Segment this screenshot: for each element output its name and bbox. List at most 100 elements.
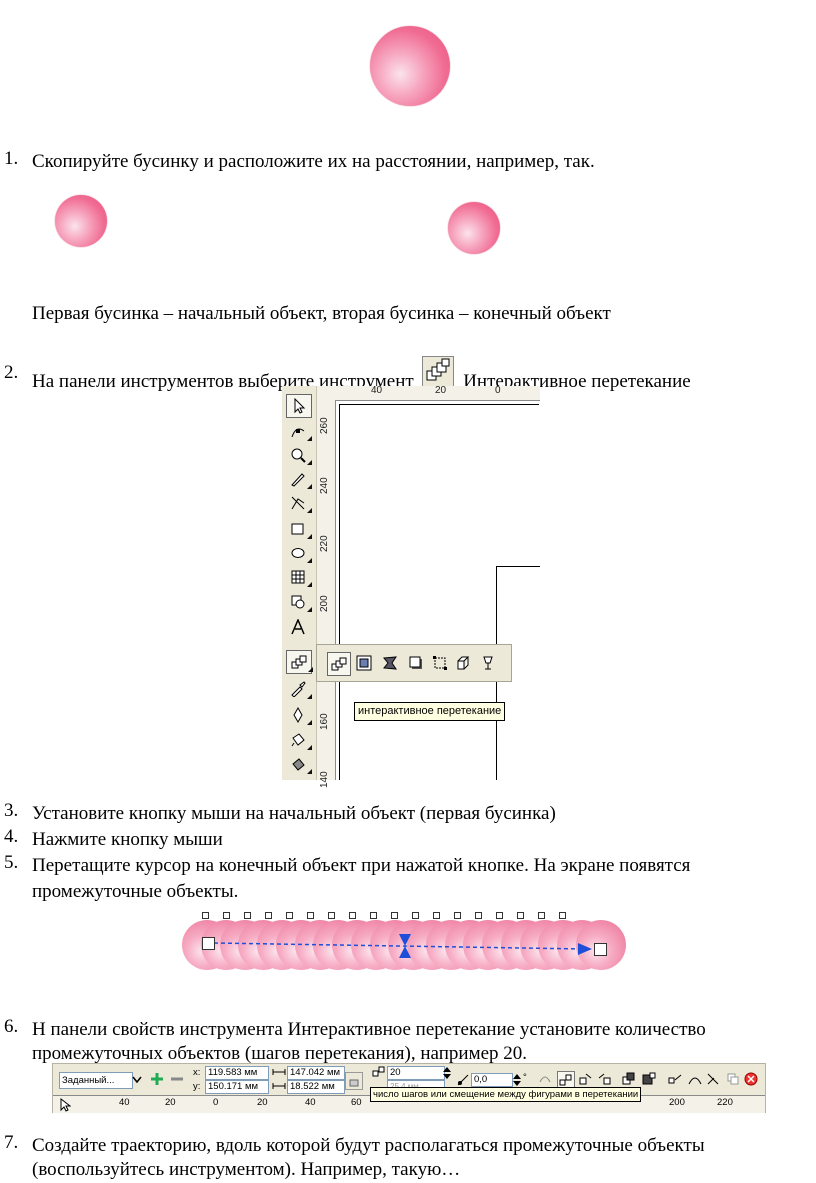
distort-flyout-icon[interactable] <box>379 652 401 674</box>
x-position-input[interactable]: 119.583 мм <box>205 1066 269 1080</box>
outline-tool-icon[interactable] <box>286 704 312 726</box>
copy-blend-icon[interactable] <box>725 1071 741 1087</box>
lock-ratio-icon[interactable] <box>345 1072 363 1090</box>
graph-paper-tool-icon[interactable] <box>286 566 312 588</box>
horizontal-ruler: 40 20 0 <box>317 385 540 401</box>
blend-steps-input[interactable]: 20 <box>387 1066 445 1080</box>
blend-result-figure <box>180 912 630 978</box>
blend-direction-input[interactable]: 0,0 <box>471 1073 513 1087</box>
blend-node-handle <box>328 912 335 919</box>
add-preset-icon[interactable] <box>149 1071 165 1087</box>
bead-start <box>55 195 107 247</box>
page-border-inner <box>496 566 540 567</box>
ellipse-tool-icon[interactable] <box>286 542 312 564</box>
ruler-label: 40 <box>119 1097 130 1108</box>
loop-blend-icon[interactable] <box>537 1071 553 1087</box>
rectangle-tool-icon[interactable] <box>286 518 312 540</box>
blend-node-handle <box>265 912 272 919</box>
step-5-text-line1: Перетащите курсор на конечный объект при… <box>32 855 691 876</box>
fill-tool-icon[interactable] <box>286 729 312 751</box>
path-properties-icon[interactable] <box>687 1071 703 1087</box>
blend-node-handle <box>475 912 482 919</box>
interactive-fill-tool-icon[interactable] <box>286 753 312 775</box>
blend-node-handle <box>391 912 398 919</box>
step-7-text-line2: (воспользуйтесь инструментом). Например,… <box>32 1159 461 1180</box>
y-position-input[interactable]: 150.171 мм <box>205 1080 269 1094</box>
blend-flyout-icon[interactable] <box>327 652 351 676</box>
blend-steps-tooltip: число шагов или смещение между фигурами … <box>370 1087 642 1102</box>
direct-blend-icon[interactable] <box>557 1071 575 1089</box>
height-input[interactable]: 18.522 мм <box>287 1080 345 1094</box>
blend-node-handle <box>433 912 440 919</box>
object-acceleration-icon[interactable] <box>621 1071 637 1087</box>
start-end-properties-icon[interactable] <box>667 1071 683 1087</box>
chevron-down-icon[interactable] <box>129 1072 145 1088</box>
blend-tool-icon <box>422 356 455 388</box>
color-acceleration-icon[interactable] <box>641 1071 657 1087</box>
clockwise-blend-icon[interactable] <box>577 1071 593 1087</box>
ruler-label: 40 <box>305 1097 316 1108</box>
remove-preset-icon[interactable] <box>169 1071 185 1087</box>
hruler-label: 20 <box>435 385 447 396</box>
ruler-label: 220 <box>717 1097 733 1108</box>
steps-icon <box>371 1064 387 1080</box>
x-label: x: <box>193 1067 201 1078</box>
page-border-left <box>339 404 340 780</box>
clear-blend-icon[interactable] <box>743 1071 759 1087</box>
spin-arrows-icon[interactable] <box>509 1072 525 1088</box>
blend-start-handle[interactable] <box>202 937 215 950</box>
spin-arrows-icon[interactable] <box>439 1065 455 1081</box>
ruler-label: 20 <box>165 1097 176 1108</box>
step-5-text-line2: промежуточные объекты. <box>32 881 239 902</box>
blend-node-handle <box>517 912 524 919</box>
drop-shadow-flyout-icon[interactable] <box>405 652 427 674</box>
text-tool-icon[interactable] <box>286 616 310 638</box>
zoom-tool-icon[interactable] <box>286 444 312 466</box>
blend-node-handle <box>307 912 314 919</box>
more-blend-options-icon[interactable] <box>705 1071 721 1087</box>
ruler-label: 0 <box>213 1097 219 1108</box>
extrude-flyout-icon[interactable] <box>453 652 475 674</box>
step-4-number: 4. <box>4 826 19 847</box>
basic-shapes-tool-icon[interactable] <box>286 591 312 613</box>
blend-node-handle <box>349 912 356 919</box>
vruler-label: 160 <box>319 713 330 730</box>
width-input[interactable]: 147.042 мм <box>287 1066 345 1080</box>
blend-node-handle <box>286 912 293 919</box>
blend-node-handle <box>244 912 251 919</box>
pick-tool-icon[interactable] <box>286 394 312 418</box>
step-6-number: 6. <box>4 1016 19 1037</box>
blend-path-overlay <box>213 934 592 958</box>
blend-acceleration-slider-icon <box>399 934 411 958</box>
blend-tools-flyout <box>316 644 512 682</box>
shape-tool-icon[interactable] <box>286 420 312 442</box>
vruler-label: 140 <box>319 771 330 788</box>
vruler-label: 260 <box>319 417 330 434</box>
blend-node-handle <box>559 912 566 919</box>
bead-original <box>370 26 450 106</box>
contour-flyout-icon[interactable] <box>353 652 375 674</box>
blend-node-handle <box>202 912 209 919</box>
counterclockwise-blend-icon[interactable] <box>597 1071 613 1087</box>
interactive-blend-tool-icon[interactable] <box>286 650 313 674</box>
ruler-label: 20 <box>257 1097 268 1108</box>
bead-end <box>448 202 500 254</box>
blend-direction-icon <box>455 1072 471 1088</box>
transparency-flyout-icon[interactable] <box>477 652 499 674</box>
toolbox-column <box>282 386 317 780</box>
freehand-tool-icon[interactable] <box>286 468 312 490</box>
blend-end-arrow-icon <box>578 943 592 955</box>
eyedropper-tool-icon[interactable] <box>286 678 312 700</box>
envelope-flyout-icon[interactable] <box>429 652 451 674</box>
smart-fill-tool-icon[interactable] <box>286 492 312 514</box>
step-1-number: 1. <box>4 148 19 169</box>
vertical-ruler: 260 240 220 200 180 160 140 <box>317 400 336 788</box>
degree-unit: ° <box>523 1072 527 1083</box>
hruler-label: 0 <box>495 385 501 396</box>
blend-direction-line <box>213 942 585 950</box>
preset-select[interactable]: Заданный... <box>59 1072 133 1089</box>
pick-cursor-icon[interactable] <box>57 1097 73 1113</box>
step-6-text-line1: Н панели свойств инструмента Интерактивн… <box>32 1019 706 1040</box>
vruler-label: 220 <box>319 535 330 552</box>
blend-end-handle[interactable] <box>594 943 607 956</box>
